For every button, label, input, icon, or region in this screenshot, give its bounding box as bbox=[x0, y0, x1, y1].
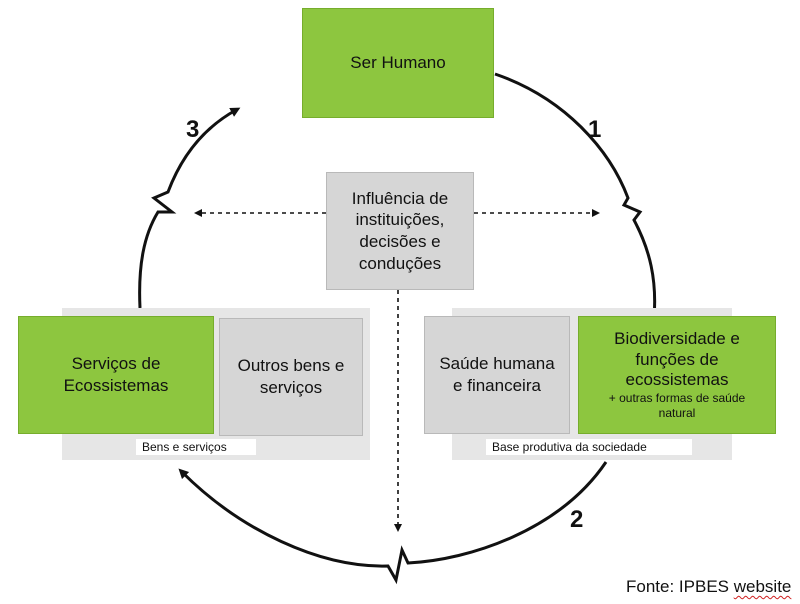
node-ser-humano-label: Ser Humano bbox=[350, 53, 446, 73]
node-saude-line-2: e financeira bbox=[453, 376, 541, 395]
node-biodiversidade: Biodiversidade e funções de ecossistemas… bbox=[578, 316, 776, 434]
label-base-produtiva: Base produtiva da sociedade bbox=[486, 439, 692, 455]
node-servicos-line-1: Serviços de bbox=[71, 354, 161, 374]
node-saude-line-1: Saúde humana bbox=[439, 354, 555, 374]
node-biodiversidade-line-1: Biodiversidade e bbox=[614, 328, 740, 348]
node-influencia: Influência de instituições, decisões e c… bbox=[326, 172, 474, 290]
cycle-arc-2 bbox=[178, 461, 608, 585]
source-prefix: Fonte: IPBES bbox=[626, 577, 734, 596]
node-servicos-ecossistemas: Serviços de Ecossistemas bbox=[18, 316, 214, 434]
node-influencia-line-2: instituições, bbox=[355, 210, 445, 230]
node-ser-humano: Ser Humano bbox=[302, 8, 494, 118]
node-influencia-line-3: decisões e bbox=[359, 232, 441, 251]
node-biodiversidade-line-3: ecossistemas bbox=[625, 370, 729, 390]
cycle-arc-1 bbox=[494, 72, 660, 323]
node-servicos-line-2: Ecossistemas bbox=[63, 376, 169, 395]
label-bens-servicos: Bens e serviços bbox=[136, 439, 256, 455]
node-outros-bens: Outros bens e serviços bbox=[219, 318, 363, 436]
node-outros-line-2: serviços bbox=[259, 378, 323, 397]
source-credit: Fonte: IPBES website bbox=[626, 577, 791, 597]
step-number-2: 2 bbox=[570, 506, 584, 533]
node-biodiversidade-line-2: funções de bbox=[635, 349, 719, 369]
source-word: website bbox=[733, 577, 792, 596]
step-number-3: 3 bbox=[186, 116, 200, 143]
node-influencia-line-4: conduções bbox=[358, 253, 442, 273]
node-biodiversidade-sub-1: + outras formas de saúde bbox=[608, 391, 746, 406]
node-outros-line-1: Outros bens e bbox=[237, 356, 345, 376]
cycle-arc-3 bbox=[138, 107, 241, 309]
node-saude-humana: Saúde humana e financeira bbox=[424, 316, 570, 434]
step-number-1: 1 bbox=[588, 116, 602, 143]
node-biodiversidade-sub-2: natural bbox=[658, 406, 696, 421]
node-influencia-line-1: Influência de bbox=[351, 188, 449, 208]
